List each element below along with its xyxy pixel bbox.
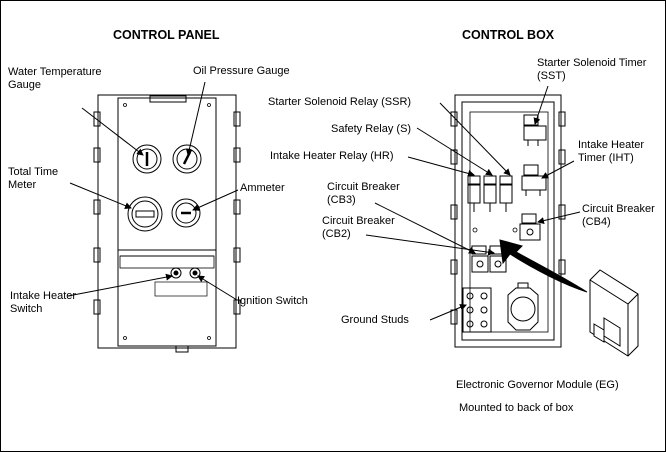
control-panel-title: CONTROL PANEL: [113, 28, 220, 42]
panel-top-tab: [149, 95, 187, 103]
intake-heater-switch-label: Intake Heater Switch: [10, 290, 77, 315]
ammeter-gauge: [171, 198, 201, 228]
oil-pressure-gauge-label: Oil Pressure Gauge: [193, 65, 290, 77]
panel-face: [117, 97, 217, 347]
panel-screws: [123, 103, 211, 340]
oil-pressure-gauge: [172, 144, 202, 174]
sst-label: Starter Solenoid Timer (SST): [537, 57, 647, 82]
water-temp-gauge: [132, 144, 162, 174]
water-temp-gauge-label: Water Temperature Gauge: [8, 66, 102, 91]
ignition-switch-drawing: [189, 267, 201, 279]
box-mount-ears: [450, 111, 566, 325]
ssr-relay: [499, 175, 513, 212]
ssr-label: Starter Solenoid Relay (SSR): [268, 96, 412, 108]
control-box-leaders: [365, 85, 581, 321]
control-box-title: CONTROL BOX: [462, 28, 555, 42]
cb4-label: Circuit Breaker (CB4): [582, 203, 655, 228]
ignition-switch-label: Ignition Switch: [237, 295, 308, 307]
panel-bottom-tab: [175, 345, 189, 353]
cb2-label: Circuit Breaker (CB2): [322, 215, 395, 240]
safety-relay-label: Safety Relay (S): [331, 123, 412, 135]
eg-mount-note: Mounted to back of box: [459, 402, 574, 414]
intake-heater-relay-label: Intake Heater Relay (HR): [270, 150, 394, 162]
control-panel-drawing: [93, 94, 241, 353]
box-flange: [454, 94, 562, 348]
intake-heater-switch-drawing: [170, 267, 182, 279]
sst-component: [523, 114, 547, 146]
iht-label: Intake Heater Timer (IHT): [578, 139, 645, 164]
ground-studs-block: [462, 287, 492, 333]
control-box-drawing: [450, 94, 566, 348]
cb4-breaker: [519, 213, 541, 241]
panel-flange: [97, 94, 237, 349]
panel-mount-ears: [93, 111, 241, 315]
eg-mount-arrow: [499, 239, 588, 293]
cb3-label: Circuit Breaker (CB3): [327, 181, 400, 206]
box-access-opening: [507, 282, 539, 331]
s-relay: [483, 175, 497, 212]
control-panel-leaders: [67, 81, 239, 301]
ground-studs-label: Ground Studs: [341, 314, 409, 326]
box-interior: [461, 101, 555, 341]
total-time-meter-label: Total Time Meter: [8, 166, 59, 191]
eg-module-label: Electronic Governor Module (EG): [456, 379, 619, 391]
ammeter-label: Ammeter: [240, 182, 285, 194]
total-time-meter: [127, 196, 163, 232]
eg-module-drawing: [589, 269, 639, 357]
iht-component: [521, 164, 547, 196]
